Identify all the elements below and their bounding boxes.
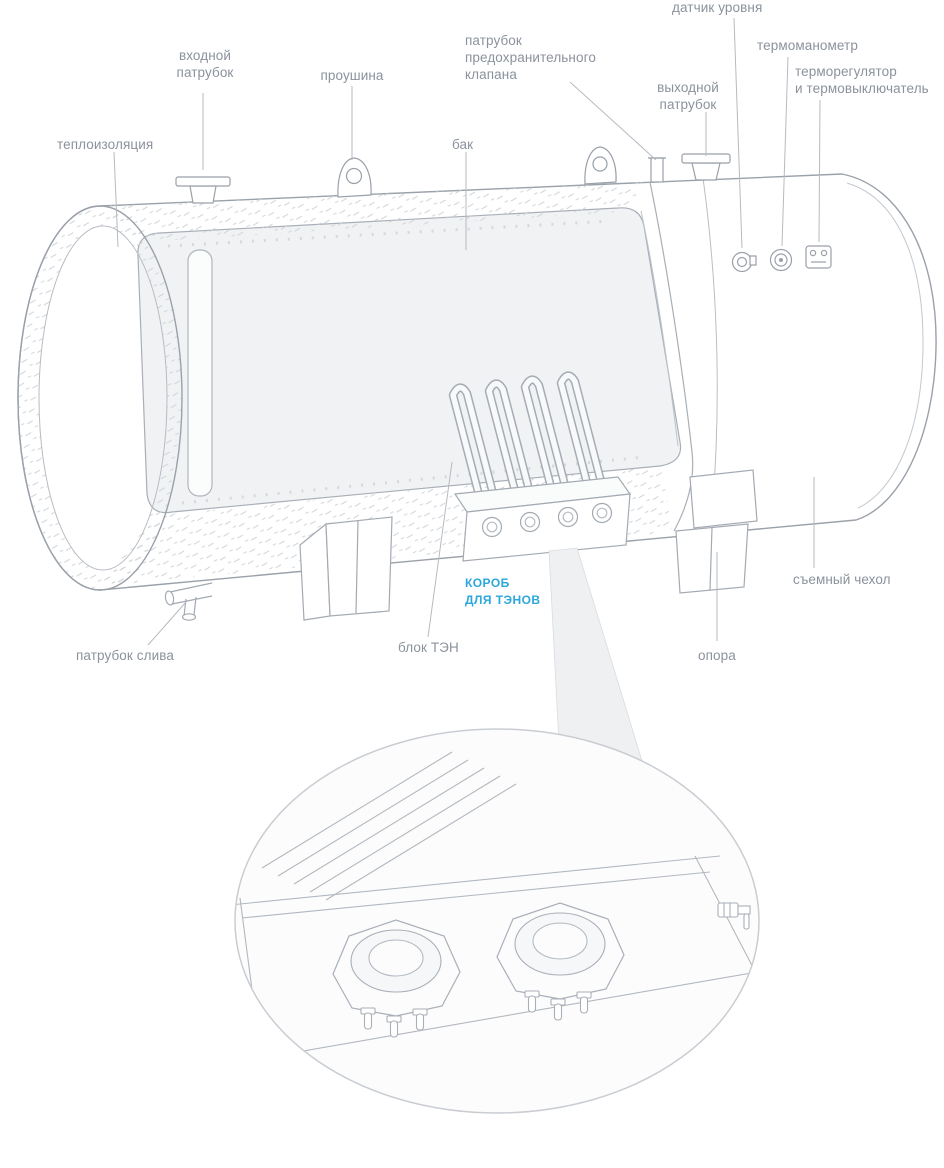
label-support: опора [698, 648, 736, 663]
drain-pipe [164, 582, 213, 621]
right-support [675, 469, 758, 594]
leader-lines [113, 17, 821, 646]
heater-flange-b [496, 902, 625, 1021]
right-cap-seam [846, 182, 924, 509]
label-level-sensor: датчик уровня [672, 0, 763, 15]
label-thermomanometer: термоманометр [757, 38, 858, 53]
label-safety-valve: патрубок предохранительного клапана [465, 33, 596, 82]
label-heater-block: блок ТЭН [398, 640, 459, 655]
lifting-lug-front [337, 157, 372, 198]
level-sensor-fitting [731, 251, 757, 273]
thermomanometer-fitting [769, 248, 793, 272]
heater-flange-a [332, 919, 461, 1038]
cover-seam [702, 177, 718, 514]
label-outlet: выходной патрубок [657, 80, 719, 112]
magnifier-content [235, 751, 759, 1067]
label-thermostat: терморегулятор и термовыключатель [795, 64, 929, 96]
label-drain: патрубок слива [76, 648, 174, 663]
inner-inlet-tube [187, 249, 213, 497]
label-cover: съемный чехол [793, 572, 891, 587]
label-tank: бак [452, 137, 474, 152]
lifting-lug-rear [584, 146, 617, 185]
left-support [299, 516, 393, 621]
label-heater-box: КОРОБ ДЛЯ ТЭНОВ [465, 576, 541, 608]
heating-elements [448, 371, 607, 501]
label-lug: проушина [320, 68, 384, 83]
outlet-flange [681, 153, 731, 181]
inlet-flange [175, 176, 231, 204]
label-inlet: входной патрубок [176, 48, 234, 80]
safety-valve-stub [648, 157, 666, 183]
label-insulation: теплоизоляция [57, 137, 154, 152]
terminal-box [453, 476, 632, 562]
side-bolt-fitting [717, 902, 751, 930]
magnifier-circle [234, 728, 760, 1114]
thermostat-fitting [805, 245, 832, 269]
shell-cut-edge [640, 181, 694, 532]
